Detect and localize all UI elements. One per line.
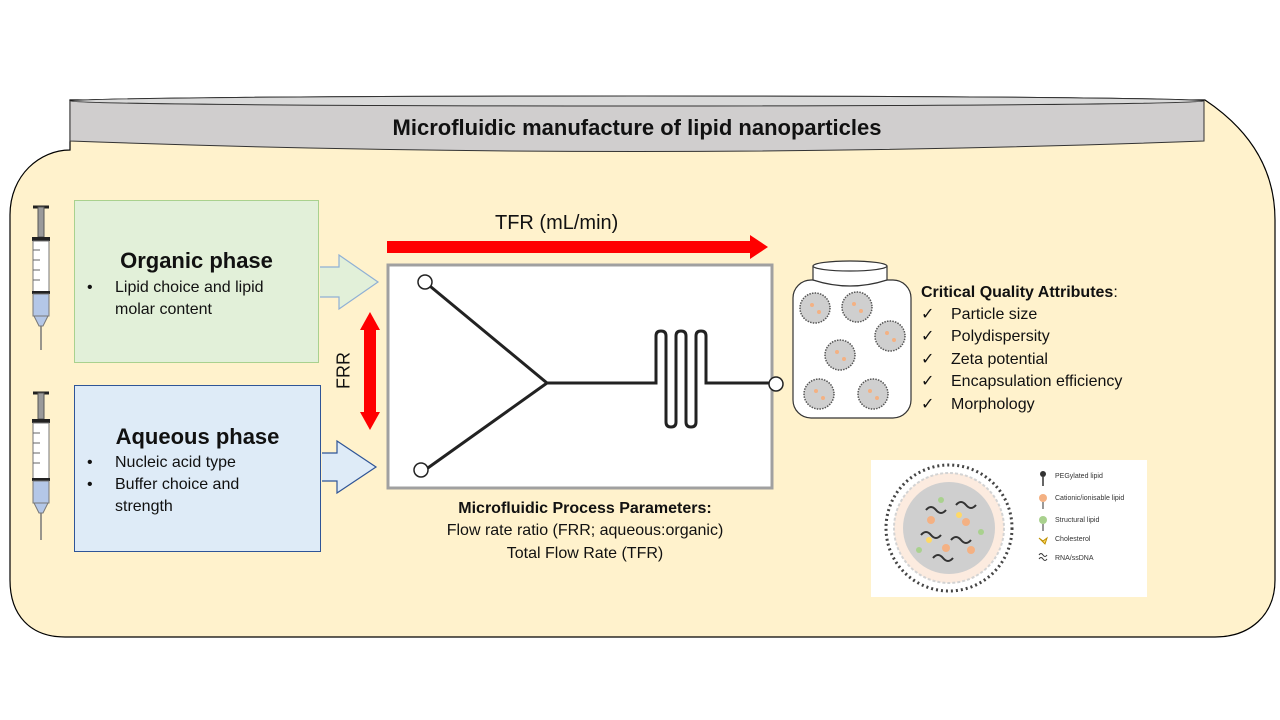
legend-cholesterol: Cholesterol [1055,536,1091,543]
lnp-structure-panel: PEGylated lipid Cationic/ionisable lipid… [871,460,1147,597]
tfr-label: TFR (mL/min) [495,212,619,234]
cqa-heading: Critical Quality Attributes [921,284,1114,301]
frr-label: FRR [333,352,354,389]
process-parameters-heading: Microfluidic Process Parameters: [458,500,712,517]
legend-pegylated: PEGylated lipid [1055,473,1103,480]
cqa-item: ✓Polydispersity [921,326,1122,348]
page-title: Microfluidic manufacture of lipid nanopa… [392,115,882,140]
aqueous-flow-arrow [322,439,378,495]
organic-flow-arrow [320,253,380,311]
check-icon: ✓ [921,350,935,368]
aqueous-phase-box: Aqueous phase Nucleic acid type Buffer c… [74,385,321,552]
legend-cationic: Cationic/ionisable lipid [1055,495,1125,502]
syringe-top-icon [32,205,50,350]
aqueous-bullet-2: Buffer choice and strength [75,474,300,518]
cqa-list: ✓Particle size ✓Polydispersity ✓Zeta pot… [921,304,1122,416]
organic-phase-heading: Organic phase [120,248,273,273]
process-line-tfr: Total Flow Rate (TFR) [506,544,664,562]
legend-rna: RNA/ssDNA [1055,555,1094,562]
aqueous-phase-heading: Aqueous phase [115,424,280,449]
tfr-arrow [387,235,768,259]
cqa-item: ✓Particle size [921,304,1122,326]
aqueous-bullet-1: Nucleic acid type [75,452,300,474]
frr-arrow [360,312,380,430]
check-icon: ✓ [921,328,935,346]
cqa-item: ✓Morphology [921,394,1122,416]
nanoparticle-vial-icon [792,260,912,419]
lnp-illustration [884,463,1048,593]
cqa-heading-colon: : [1113,284,1118,301]
check-icon: ✓ [921,306,935,323]
legend-structural: Structural lipid [1055,517,1100,524]
aqueous-phase-bullets: Nucleic acid type Buffer choice and stre… [75,452,300,518]
legend-icons [1038,471,1048,561]
process-line-frr: Flow rate ratio (FRR; aqueous:organic) [446,522,724,540]
cqa-item: ✓Zeta potential [921,349,1122,371]
check-icon: ✓ [921,373,935,391]
organic-phase-bullets: Lipid choice and lipid molar content [75,277,300,321]
process-parameters: Microfluidic Process Parameters: Flow ra… [430,498,740,565]
microfluidic-chip [386,263,784,490]
check-icon: ✓ [921,395,935,413]
cqa-heading-row: Critical Quality Attributes: [921,282,1118,304]
syringe-bottom-icon [32,391,50,540]
organic-phase-box: Organic phase Lipid choice and lipid mol… [74,200,319,363]
organic-bullet-1: Lipid choice and lipid molar content [75,277,300,321]
cqa-item: ✓Encapsulation efficiency [921,371,1122,393]
